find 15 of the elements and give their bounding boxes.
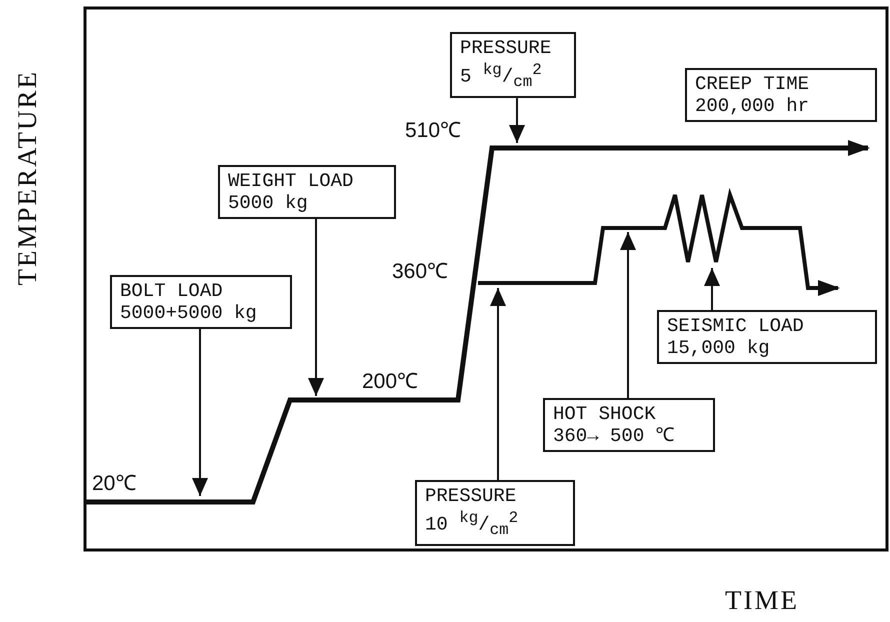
leader-arrow [509,98,525,143]
axis-label: TEMPERATURE [12,70,43,286]
temperature-value: 510℃ [405,118,462,143]
annotation-box: CREEP TIME 200,000 hr [685,68,877,122]
leader-arrow [308,219,324,396]
temperature-value: 360℃ [392,259,448,284]
axis-label: TIME [725,585,799,616]
leader-arrow [192,329,208,496]
temperature-value: 20℃ [92,471,136,496]
leader-arrow [620,232,636,398]
temperature-curve [86,140,870,504]
leader-arrow [490,288,506,480]
leader-arrow [704,268,720,310]
temperature-value: 200℃ [362,369,418,394]
temperature-curve [478,188,840,296]
